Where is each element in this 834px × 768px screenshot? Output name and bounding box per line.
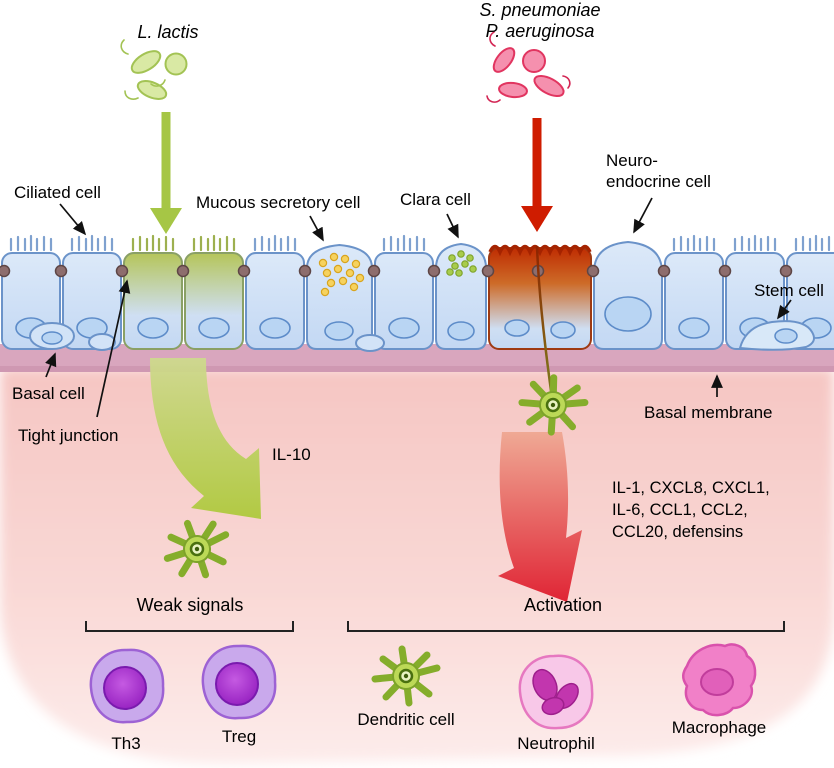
neuroendocrine-cell (593, 240, 663, 350)
activation-arrow (498, 432, 582, 602)
ciliated-cell (373, 234, 435, 351)
ciliated-cell (244, 234, 306, 351)
signal-transmission-line (535, 245, 554, 399)
pathogen-entry-arrow (521, 118, 553, 232)
label-pointer-arrows (45, 197, 792, 418)
label-p-aeruginosa: P. aeruginosa (485, 21, 595, 41)
label-treg: Treg (221, 727, 257, 746)
weak-signal-arrow (150, 358, 261, 519)
label-l-lactis: L. lactis (137, 22, 199, 42)
commensal-entry-arrow (150, 112, 182, 234)
weak-signals-bracket (85, 621, 294, 632)
ciliated-cell (663, 234, 725, 351)
label-basal-membrane: Basal membrane (644, 403, 773, 422)
label-cytokines: IL-1, CXCL8, CXCL1, IL-6, CCL1, CCL2, CC… (612, 479, 770, 541)
pathogen-bacteria-icon (486, 31, 571, 103)
epithelium-layer (0, 234, 834, 351)
label-dendritic-cell: Dendritic cell (357, 710, 455, 729)
ruffled-border (488, 244, 592, 257)
treg-cell-icon (201, 644, 277, 720)
label-neuroendocrine-cell: Neuro- endocrine cell (606, 151, 711, 191)
basal-cells (29, 322, 385, 352)
label-ciliated-cell: Ciliated cell (14, 183, 101, 202)
label-macrophage: Macrophage (671, 718, 767, 737)
label-stem-cell: Stem cell (754, 281, 824, 300)
clara-cell (435, 242, 487, 350)
neutrophil-cell-icon (518, 654, 594, 730)
label-clara-cell: Clara cell (400, 190, 471, 209)
tolerized-cell (122, 234, 184, 351)
label-tight-junction: Tight junction (18, 426, 119, 445)
tolerized-cell (183, 234, 245, 351)
l-lactis-bacteria-icon (120, 39, 188, 100)
label-neutrophil: Neutrophil (517, 734, 595, 753)
group-brackets (85, 621, 785, 632)
stem-cell (738, 320, 815, 351)
activation-bracket (347, 621, 785, 632)
mucous-secretory-cell (306, 243, 373, 350)
clara-granules (446, 250, 477, 277)
mucin-granules (318, 252, 365, 297)
label-s-pneumoniae: S. pneumoniae (479, 0, 601, 20)
label-il10: IL-10 (272, 445, 311, 464)
label-weak-signals: Weak signals (136, 595, 244, 615)
label-basal-cell: Basal cell (12, 384, 85, 403)
label-th3: Th3 (111, 734, 141, 753)
label-activation: Activation (523, 595, 603, 615)
label-mucous-cell: Mucous secretory cell (196, 193, 361, 212)
macrophage-cell-icon (682, 643, 757, 717)
label-pathogens: S. pneumoniae P. aeruginosa (479, 0, 600, 42)
th3-cell-icon (89, 648, 165, 724)
